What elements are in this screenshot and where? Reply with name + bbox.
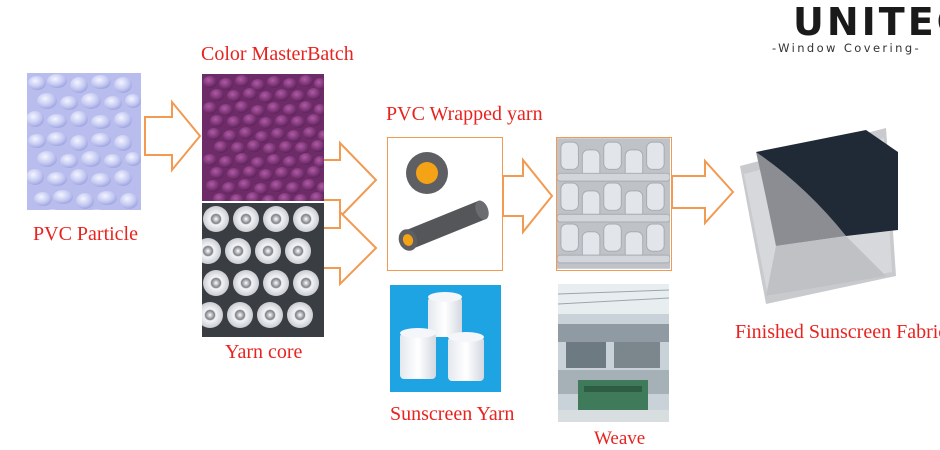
color-masterbatch-label: Color MasterBatch (201, 43, 354, 65)
finished-fabric-label: Finished Sunscreen Fabric (735, 321, 940, 343)
arrow-yarncore-to-wrapped (322, 209, 378, 287)
arrow-particle-to-masterbatch (144, 99, 202, 173)
yarn-cross-section-icon (406, 152, 448, 194)
arrow-wrapped-to-weave (502, 157, 554, 235)
color-masterbatch-image (202, 74, 324, 201)
pvc-wrapped-yarn-diagram (387, 137, 503, 271)
pvc-particle-label: PVC Particle (33, 223, 138, 245)
yarn-rod-icon (398, 200, 489, 251)
brand-tagline: -Window Covering- (772, 41, 922, 55)
finished-fabric-image (736, 126, 900, 306)
sunscreen-yarn-label: Sunscreen Yarn (390, 403, 515, 425)
yarn-core-label: Yarn core (225, 341, 303, 363)
weave-factory-image (558, 284, 669, 422)
weave-label: Weave (594, 428, 646, 449)
sunscreen-yarn-image (390, 285, 501, 392)
arrow-masterbatch-to-wrapped (322, 140, 378, 220)
yarn-core-image (202, 203, 324, 337)
brand-logo: UNITEC (793, 0, 940, 44)
arrow-weave-to-finished (671, 158, 735, 226)
pvc-particle-image (27, 73, 141, 210)
weave-pattern-image (556, 137, 672, 271)
pvc-wrapped-yarn-label: PVC Wrapped yarn (386, 103, 543, 125)
